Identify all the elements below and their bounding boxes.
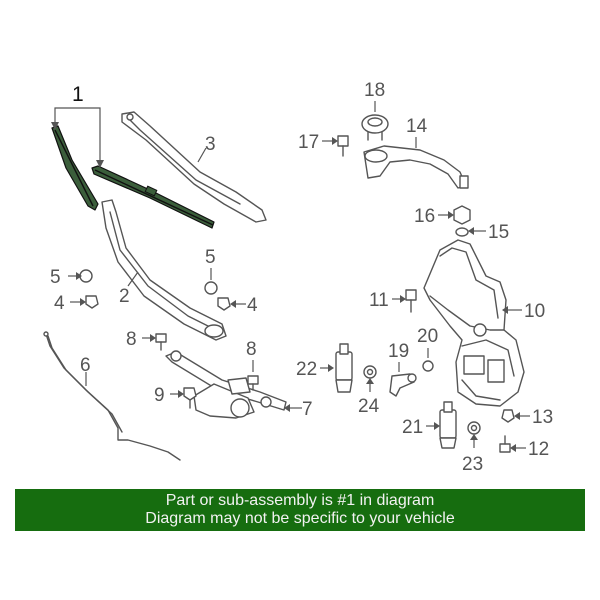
callout-8-right: 8 [246,339,257,360]
banner-line-1: Part or sub-assembly is #1 in diagram [165,492,435,509]
callout-8-left: 8 [126,329,137,350]
callout-6: 6 [80,355,91,376]
callout-17: 17 [298,132,319,153]
callout-12: 12 [528,439,549,460]
seal-15 [455,227,469,237]
grommet-24 [363,365,377,379]
callout-11: 11 [369,290,389,311]
screw-12 [499,435,511,453]
wiper-arm-left [101,199,227,341]
callout-2: 2 [119,286,130,307]
leader-2 [127,271,139,287]
callout-1: 1 [72,83,84,106]
hose-fitting-19 [389,373,417,397]
washer-pump-22 [335,343,353,393]
nut-4-left [85,295,99,309]
clip-13 [501,409,515,423]
callout-10: 10 [524,301,545,322]
nut-4-center [217,297,231,311]
callout-22: 22 [296,359,317,380]
callout-4-center: 4 [247,295,258,316]
callout-19: 19 [388,341,409,362]
parts-diagram: 1 3 2 5 4 5 4 6 [43,80,553,475]
callout-16: 16 [414,206,435,227]
wiper-arm-right [121,111,267,223]
grommet-23 [467,421,481,435]
filler-cap-18 [361,114,389,141]
callout-7: 7 [302,399,313,420]
cap-5-center [204,281,218,295]
grommet-16 [453,205,471,225]
callout-14: 14 [406,116,428,137]
wiper-blade-left[interactable] [51,125,99,211]
bolt-11 [405,289,417,313]
banner-line-2: Diagram may not be specific to your vehi… [145,510,455,527]
bolt-17 [337,135,349,157]
leader-3 [197,147,207,163]
washer-reservoir-10 [423,239,525,407]
callout-5-center: 5 [205,247,216,268]
callout-21: 21 [402,417,423,438]
callout-9: 9 [154,385,165,406]
grommet-20 [422,360,434,372]
bolt-8-right [247,375,259,391]
callout-15: 15 [488,222,509,243]
washer-hose-6 [43,331,181,461]
callout-1-bracket [51,107,104,168]
callout-4-left: 4 [54,293,65,314]
callout-3: 3 [205,134,216,155]
callout-13: 13 [532,407,553,428]
nut-9 [183,387,197,409]
wiper-blade-right[interactable] [91,165,215,229]
filler-neck-14 [363,145,469,189]
callout-18: 18 [364,80,385,101]
washer-pump-21 [439,401,457,449]
bolt-8-left [155,333,167,351]
callout-23: 23 [462,454,483,475]
info-banner: Part or sub-assembly is #1 in diagram Di… [15,489,585,531]
callout-24: 24 [358,396,380,417]
callout-20: 20 [417,326,438,347]
wiper-linkage-7 [165,350,287,419]
callout-5-left: 5 [50,267,61,288]
